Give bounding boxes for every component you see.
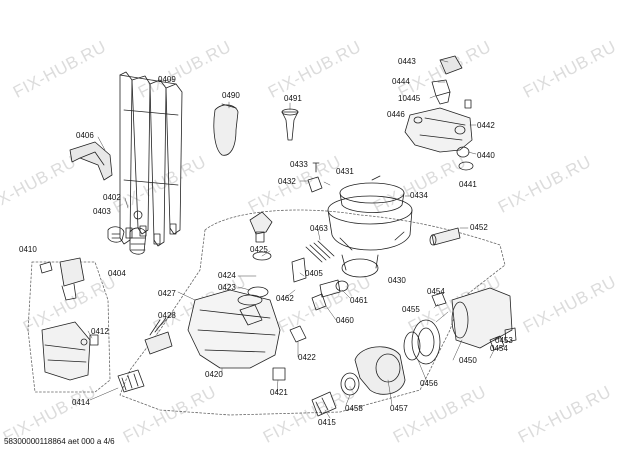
part-label: 0404 — [108, 269, 126, 278]
part-label: 0433 — [290, 160, 308, 169]
part-label: 0421 — [270, 388, 288, 397]
pump-housing-0457 — [354, 346, 406, 395]
part-label: 0491 — [284, 94, 302, 103]
assembly-outline — [119, 209, 506, 416]
bracket-0406 — [69, 141, 113, 181]
part-label: 0423 — [218, 283, 236, 292]
part-label: 0453 — [495, 336, 513, 345]
part-label: 0490 — [222, 91, 240, 100]
part-label: 0460 — [336, 316, 354, 325]
o-ring-0424 — [252, 251, 272, 261]
spring-0463 — [305, 240, 335, 263]
hose-0414 — [117, 369, 145, 393]
rinse-aid-cap-0490 — [213, 103, 239, 156]
part-label: 0434 — [410, 191, 428, 200]
sump-0434 — [327, 195, 413, 278]
screw-0433 — [312, 162, 320, 173]
part-label: 0422 — [298, 353, 316, 362]
part-label: 0454 — [490, 344, 508, 353]
part-label: 0415 — [318, 418, 336, 427]
clip-0432 — [307, 176, 323, 193]
part-label: 0406 — [76, 131, 94, 140]
part-label: 0443 — [398, 57, 416, 66]
hose-0415 — [311, 391, 337, 417]
aquastop-0412 — [41, 321, 99, 381]
nozzle-0491 — [281, 108, 299, 141]
part-label: 0414 — [72, 398, 90, 407]
left-outline — [27, 261, 111, 393]
part-label: 0440 — [477, 151, 495, 160]
part-label: 0428 — [158, 311, 176, 320]
part-label: 0444 — [392, 77, 410, 86]
part-label: 0432 — [278, 177, 296, 186]
part-label: 0461 — [350, 296, 368, 305]
part-label: 0452 — [470, 223, 488, 232]
valve-assembly-0440 — [404, 55, 474, 171]
part-label: 0424 — [218, 271, 236, 280]
part-label: 0427 — [158, 289, 176, 298]
valve-0428 — [144, 317, 173, 355]
part-label: 0463 — [310, 224, 328, 233]
part-label: 0405 — [305, 269, 323, 278]
part-label: 0403 — [93, 207, 111, 216]
part-label: 0425 — [250, 245, 268, 254]
part-label: 0455 — [402, 305, 420, 314]
diagram-footer-id: 58300000118864 aet 000 a 4/6 — [4, 437, 115, 446]
clip-0453 — [504, 327, 517, 343]
part-label: 0420 — [205, 370, 223, 379]
hoses-0402-0404 — [107, 210, 147, 255]
leader-lines — [87, 59, 501, 419]
filter-0431 — [339, 175, 405, 213]
part-label: 0456 — [420, 379, 438, 388]
part-label: 0458 — [345, 404, 363, 413]
water-distributor-0409 — [119, 71, 183, 247]
part-label: 0441 — [459, 180, 477, 189]
part-label: 10445 — [398, 94, 421, 103]
part-label: 0409 — [158, 75, 176, 84]
part-label: 0410 — [19, 245, 37, 254]
bracket-0405 — [291, 257, 307, 283]
part-label: 0431 — [336, 167, 354, 176]
seal-ring-0456 — [403, 319, 441, 365]
plug-0454 — [489, 335, 505, 351]
cap-0421 — [272, 367, 286, 381]
clip-0422 — [289, 325, 307, 343]
heater-sensor-0452 — [429, 227, 461, 246]
part-label: 0462 — [276, 294, 294, 303]
part-label: 0450 — [459, 356, 477, 365]
part-label: 0442 — [477, 121, 495, 130]
pump-motor-0450 — [451, 287, 513, 349]
part-label: 0457 — [390, 404, 408, 413]
pump-motor-0461 — [319, 279, 349, 298]
part-label: 0446 — [387, 110, 405, 119]
heat-pump-body-0420 — [187, 289, 281, 369]
clip-0454 — [431, 292, 447, 307]
part-label: 0402 — [103, 193, 121, 202]
water-inlet-0410 — [39, 257, 85, 301]
seal-0458 — [340, 372, 360, 396]
part-label: 0430 — [388, 276, 406, 285]
part-label: 0412 — [91, 327, 109, 336]
float-0425 — [249, 211, 273, 243]
part-label: 0454 — [427, 287, 445, 296]
